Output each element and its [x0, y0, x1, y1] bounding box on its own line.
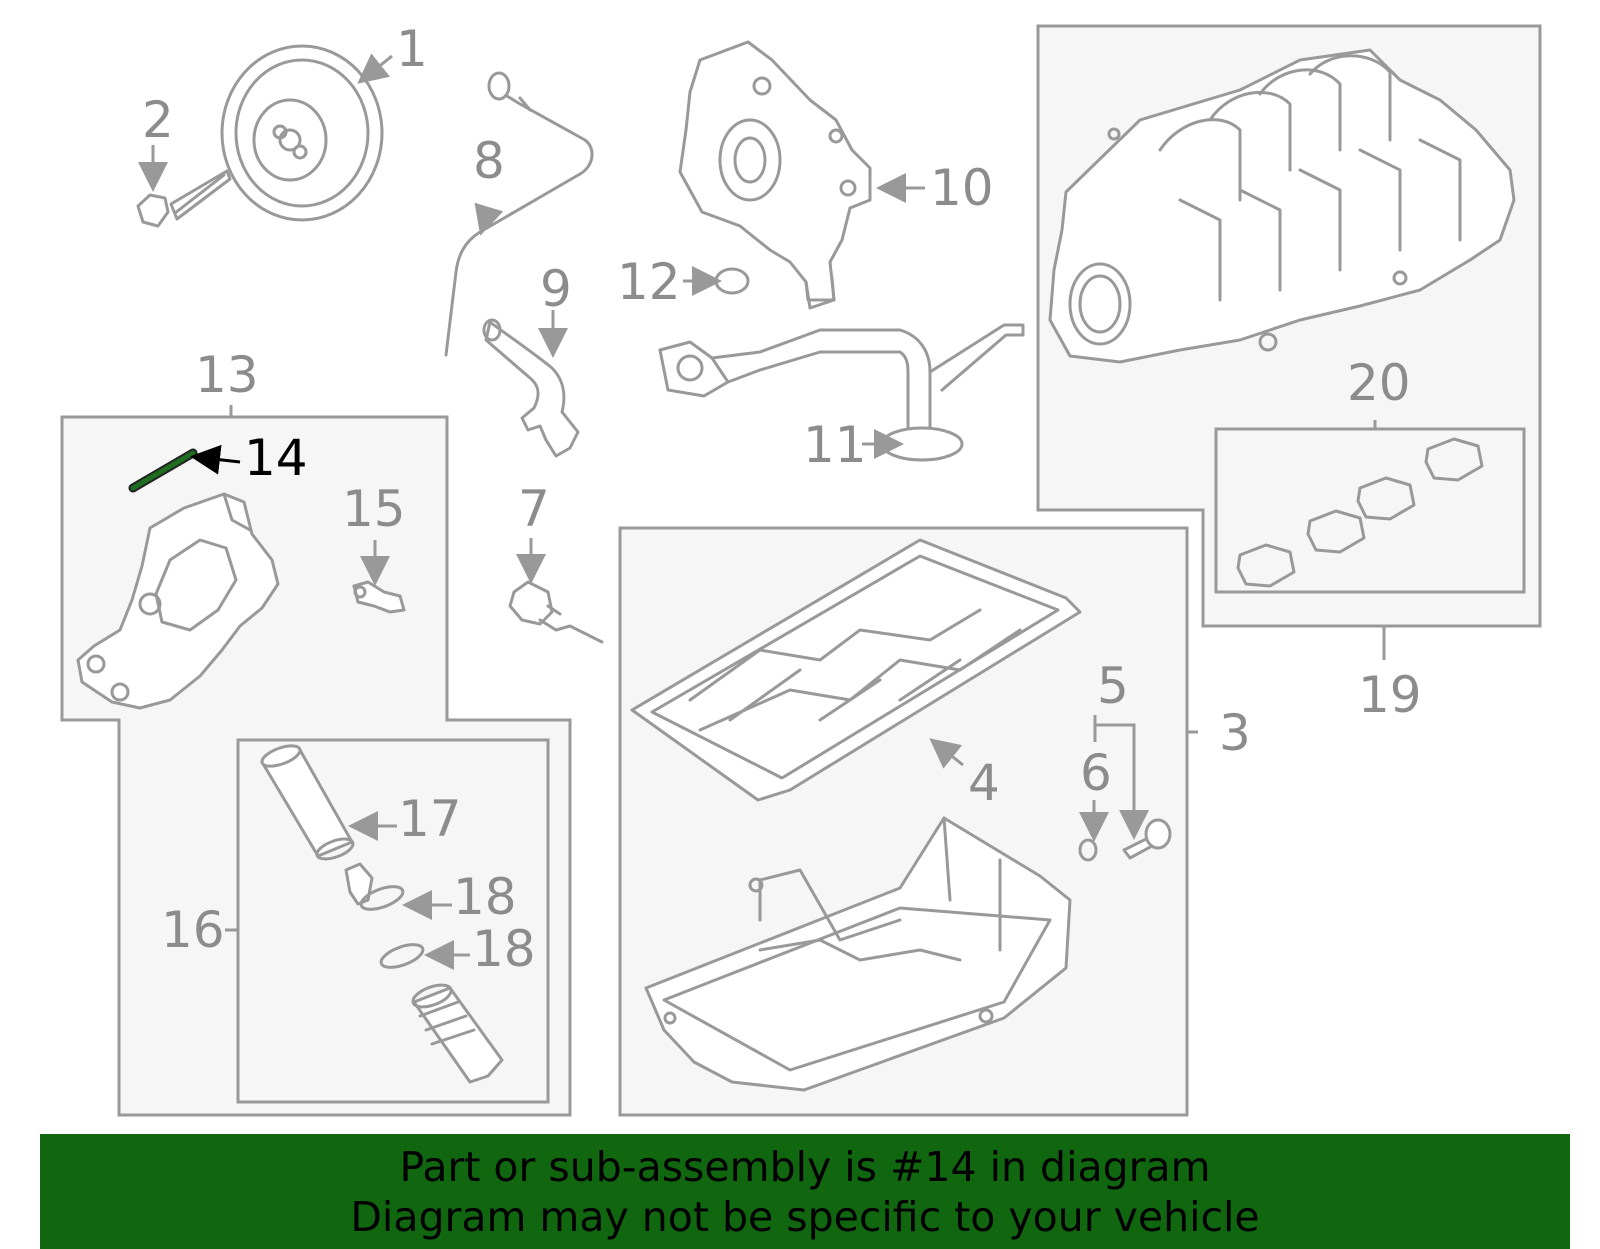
oil-filter-element	[260, 744, 355, 861]
pump-o-ring	[714, 267, 750, 295]
notice-line-1: Part or sub-assembly is #14 in diagram	[399, 1142, 1211, 1191]
filter-drain-valve	[344, 862, 374, 906]
label-12: 12	[617, 253, 681, 311]
label-11: 11	[803, 416, 867, 474]
oil-filter-housing	[76, 492, 280, 710]
oil-pump	[678, 40, 872, 310]
label-14: 14	[244, 429, 308, 487]
label-5: 5	[1097, 657, 1129, 715]
group-box-20-inner	[1214, 427, 1526, 594]
oil-sensor	[508, 580, 604, 644]
intake-manifold	[1048, 48, 1516, 364]
filter-o-ring-2	[379, 943, 425, 969]
notice-banner: Part or sub-assembly is #14 in diagram D…	[40, 1134, 1570, 1249]
label-10: 10	[930, 159, 994, 217]
dipstick-tube	[482, 318, 580, 458]
notice-line-2: Diagram may not be specific to your vehi…	[350, 1192, 1260, 1241]
pulley-bolt	[136, 169, 232, 228]
oil-dipstick	[444, 71, 594, 357]
label-15: 15	[342, 480, 406, 538]
drain-plug	[1122, 818, 1172, 860]
label-2: 2	[142, 91, 174, 149]
oil-filter-cap	[411, 983, 504, 1084]
label-16: 16	[161, 901, 225, 959]
intake-gaskets	[1236, 437, 1484, 588]
crankshaft-pulley	[220, 44, 384, 222]
label-9: 9	[540, 260, 572, 318]
label-20: 20	[1347, 354, 1411, 412]
label-19: 19	[1358, 666, 1422, 724]
label-3: 3	[1219, 704, 1251, 762]
label-7: 7	[518, 480, 550, 538]
label-18-a: 18	[453, 868, 517, 926]
highlighted-part-14-fill	[130, 450, 196, 491]
oil-pan-gasket	[630, 538, 1082, 802]
label-1: 1	[396, 20, 428, 78]
label-4: 4	[968, 754, 1000, 812]
oil-pan	[644, 816, 1072, 1092]
label-13: 13	[195, 346, 259, 404]
label-6: 6	[1080, 744, 1112, 802]
label-17: 17	[398, 790, 462, 848]
label-18-b: 18	[472, 920, 536, 978]
label-8: 8	[473, 132, 505, 190]
